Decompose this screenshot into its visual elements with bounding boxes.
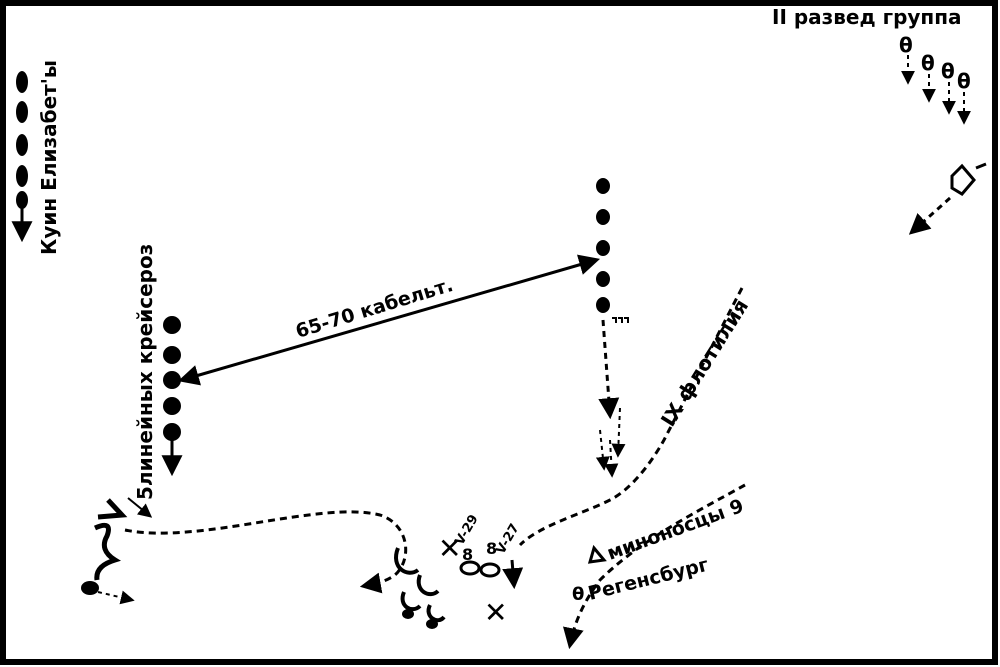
destroyer-group-center: 8 8: [459, 539, 524, 590]
light-cruiser-right: [908, 162, 987, 235]
range-arrow: [177, 254, 601, 386]
british-destroyers: [394, 547, 446, 629]
left-ships: [81, 497, 153, 605]
german-column: [595, 178, 629, 478]
svg-text:8: 8: [462, 545, 473, 564]
svg-text:θ: θ: [921, 51, 935, 75]
label-battlecruisers: 5линейных крейсероз: [133, 244, 157, 500]
torpedo-boats-track: [563, 483, 746, 650]
cross-mark-icon: ✕: [438, 532, 461, 565]
label-queen-elizabeths: Куин Елизабет'ы: [37, 60, 61, 255]
destroyer-track-left: [124, 510, 408, 594]
battlecruiser-column: [161, 316, 183, 477]
cross-mark-icon: ✕: [484, 596, 507, 629]
svg-text:θ: θ: [957, 69, 971, 93]
flotilla-track: [518, 287, 744, 547]
svg-text:θ: θ: [941, 59, 955, 83]
label-recon-group: II развед группа: [772, 5, 962, 29]
torpedo-boat-symbol: [587, 544, 607, 564]
queen-elizabeth-column: [11, 71, 33, 243]
recon-group-ships: θ θ θ θ: [899, 33, 971, 125]
svg-text:θ: θ: [899, 33, 913, 57]
regensburg-symbol: θ: [572, 584, 584, 605]
svg-text:8: 8: [486, 539, 497, 558]
